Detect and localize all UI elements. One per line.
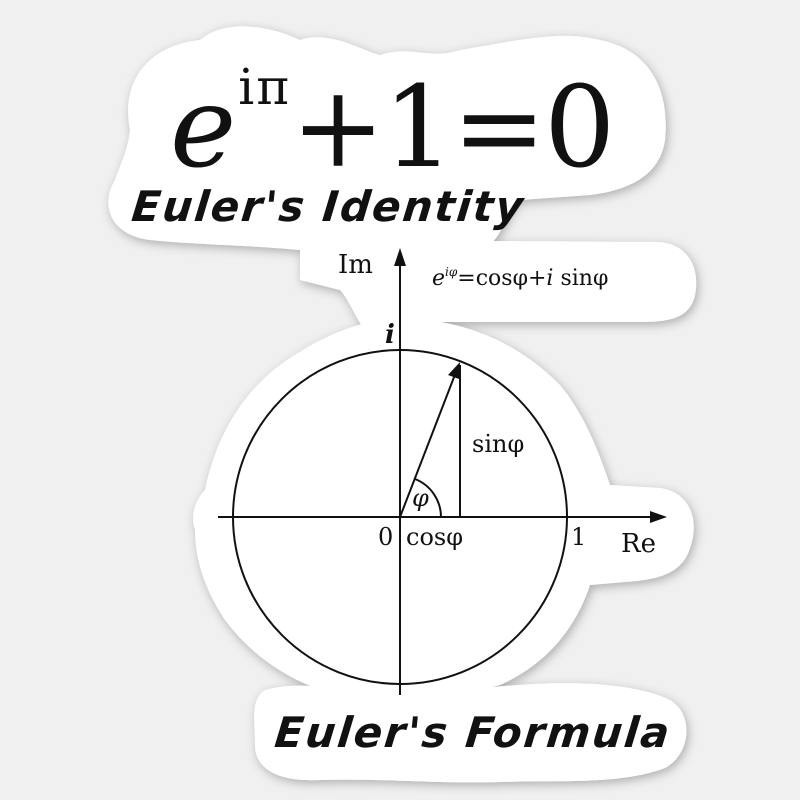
formula-imag-unit: i (546, 266, 554, 291)
imaginary-axis-arrow-icon (394, 248, 406, 266)
identity-exponent: iπ (238, 58, 292, 116)
label-phi: φ (412, 484, 429, 512)
euler-formula-equation: eiφ=cosφ+i sinφ (432, 266, 608, 290)
title-eulers-formula: Euler's Formula (272, 708, 674, 757)
label-origin: 0 (378, 523, 394, 551)
formula-rhs-2: sinφ (553, 266, 609, 291)
label-i: i (385, 320, 395, 350)
formula-rhs-1: =cosφ+ (457, 266, 547, 291)
complex-plane-diagram (218, 262, 655, 695)
angle-arc (414, 478, 442, 518)
vector-arrow-icon (448, 362, 460, 379)
label-cos: cosφ (406, 523, 464, 551)
formula-exponent: iφ (445, 265, 458, 279)
title-eulers-identity: Euler's Identity (129, 182, 528, 231)
identity-base: e (170, 63, 236, 193)
identity-rest: +1=0 (291, 63, 615, 193)
formula-base: e (432, 266, 446, 291)
real-axis-arrow-icon (650, 511, 667, 523)
label-re: Re (621, 529, 656, 559)
euler-identity-equation: eiπ+1=0 (170, 62, 615, 184)
label-sin: sinφ (472, 430, 525, 458)
label-im: Im (338, 250, 373, 280)
radius-vector (399, 371, 457, 518)
label-one: 1 (571, 523, 587, 551)
